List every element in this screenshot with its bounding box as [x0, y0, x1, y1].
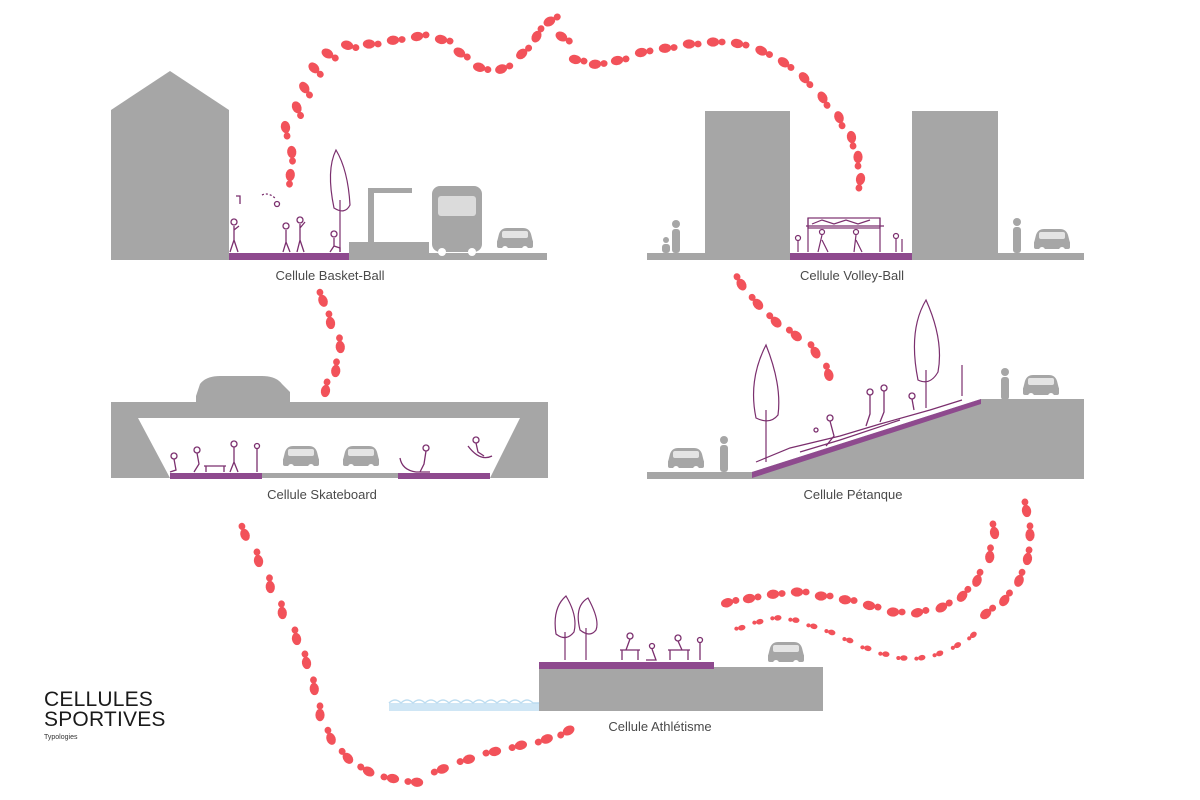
- athletisme-ground: [539, 667, 823, 711]
- person-sketch-icon: [169, 436, 493, 473]
- car-icon: [343, 446, 379, 470]
- volley-court: [790, 253, 912, 260]
- athletisme-section: [388, 595, 823, 711]
- cell-label-basket: Cellule Basket-Ball: [275, 268, 385, 283]
- person-sketch-icon: [794, 217, 903, 253]
- car-icon: [668, 448, 704, 472]
- car-icon: [283, 446, 319, 470]
- title-line-1: CELLULES: [44, 688, 153, 711]
- volley-building-left: [705, 111, 790, 260]
- basket-section: [111, 71, 547, 260]
- athletisme-track: [539, 662, 714, 669]
- basket-house: [111, 71, 229, 260]
- person-sketch-icon: [229, 193, 341, 253]
- volley-building-right: [912, 111, 998, 260]
- skate-surface-left: [170, 473, 262, 479]
- water-waves-icon: [388, 699, 539, 711]
- car-icon: [1034, 229, 1070, 253]
- car-icon: [196, 376, 290, 402]
- cell-label-petanque: Cellule Pétanque: [803, 487, 903, 502]
- skate-bridge: [111, 402, 548, 478]
- tree-sketch-icon: [752, 298, 963, 463]
- bus-icon: [432, 186, 482, 256]
- car-icon: [768, 642, 804, 666]
- person-sketch-icon: [813, 384, 916, 447]
- tree-sketch-icon: [554, 595, 598, 660]
- petanque-section: [647, 298, 1084, 479]
- cell-label-athletisme: Cellule Athlétisme: [608, 719, 712, 734]
- title-block: CELLULES SPORTIVES Typologies: [44, 688, 166, 741]
- person-sketch-icon: [620, 632, 704, 661]
- basket-court: [229, 253, 349, 260]
- car-icon: [1023, 375, 1059, 399]
- subtitle: Typologies: [44, 734, 78, 741]
- tree-sketch-icon: [329, 148, 351, 252]
- skate-section: [111, 376, 548, 479]
- cell-label-volley: Cellule Volley-Ball: [799, 268, 905, 283]
- person-sketch-icon: [662, 218, 1021, 253]
- car-icon: [497, 228, 533, 252]
- volley-section: [647, 111, 1084, 260]
- cell-label-skate: Cellule Skateboard: [267, 487, 377, 502]
- title-line-2: SPORTIVES: [44, 708, 166, 731]
- skate-surface-right: [398, 473, 490, 479]
- petanque-surface: [752, 399, 981, 478]
